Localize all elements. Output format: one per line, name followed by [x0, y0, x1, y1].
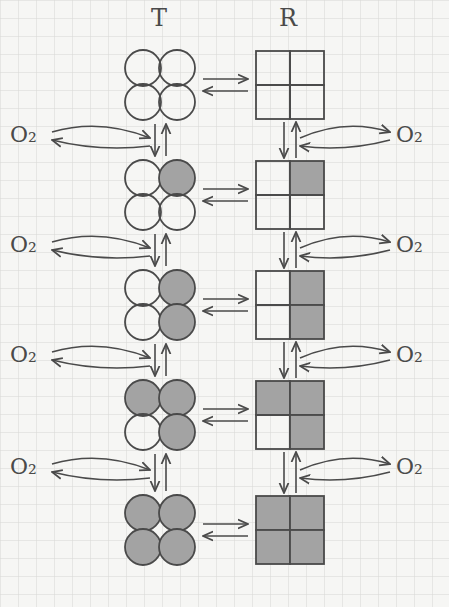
oxygen-label: O₂ — [396, 234, 423, 256]
oxygen-label: O₂ — [396, 344, 423, 366]
oxygen-label: O₂ — [396, 456, 423, 478]
oxygen-label: O₂ — [10, 234, 37, 256]
oxygen-label: O₂ — [396, 124, 423, 146]
state-heading: T — [151, 6, 167, 30]
r-state-subunits — [256, 51, 324, 564]
oxygen-label: O₂ — [10, 124, 37, 146]
oxygen-label: O₂ — [10, 344, 37, 366]
oxygen-binding-arrows — [52, 126, 390, 480]
oxygen-label: O₂ — [10, 456, 37, 478]
t-state-subunits — [125, 50, 195, 565]
state-heading: R — [279, 6, 297, 30]
equilibrium-arrows — [155, 79, 296, 536]
